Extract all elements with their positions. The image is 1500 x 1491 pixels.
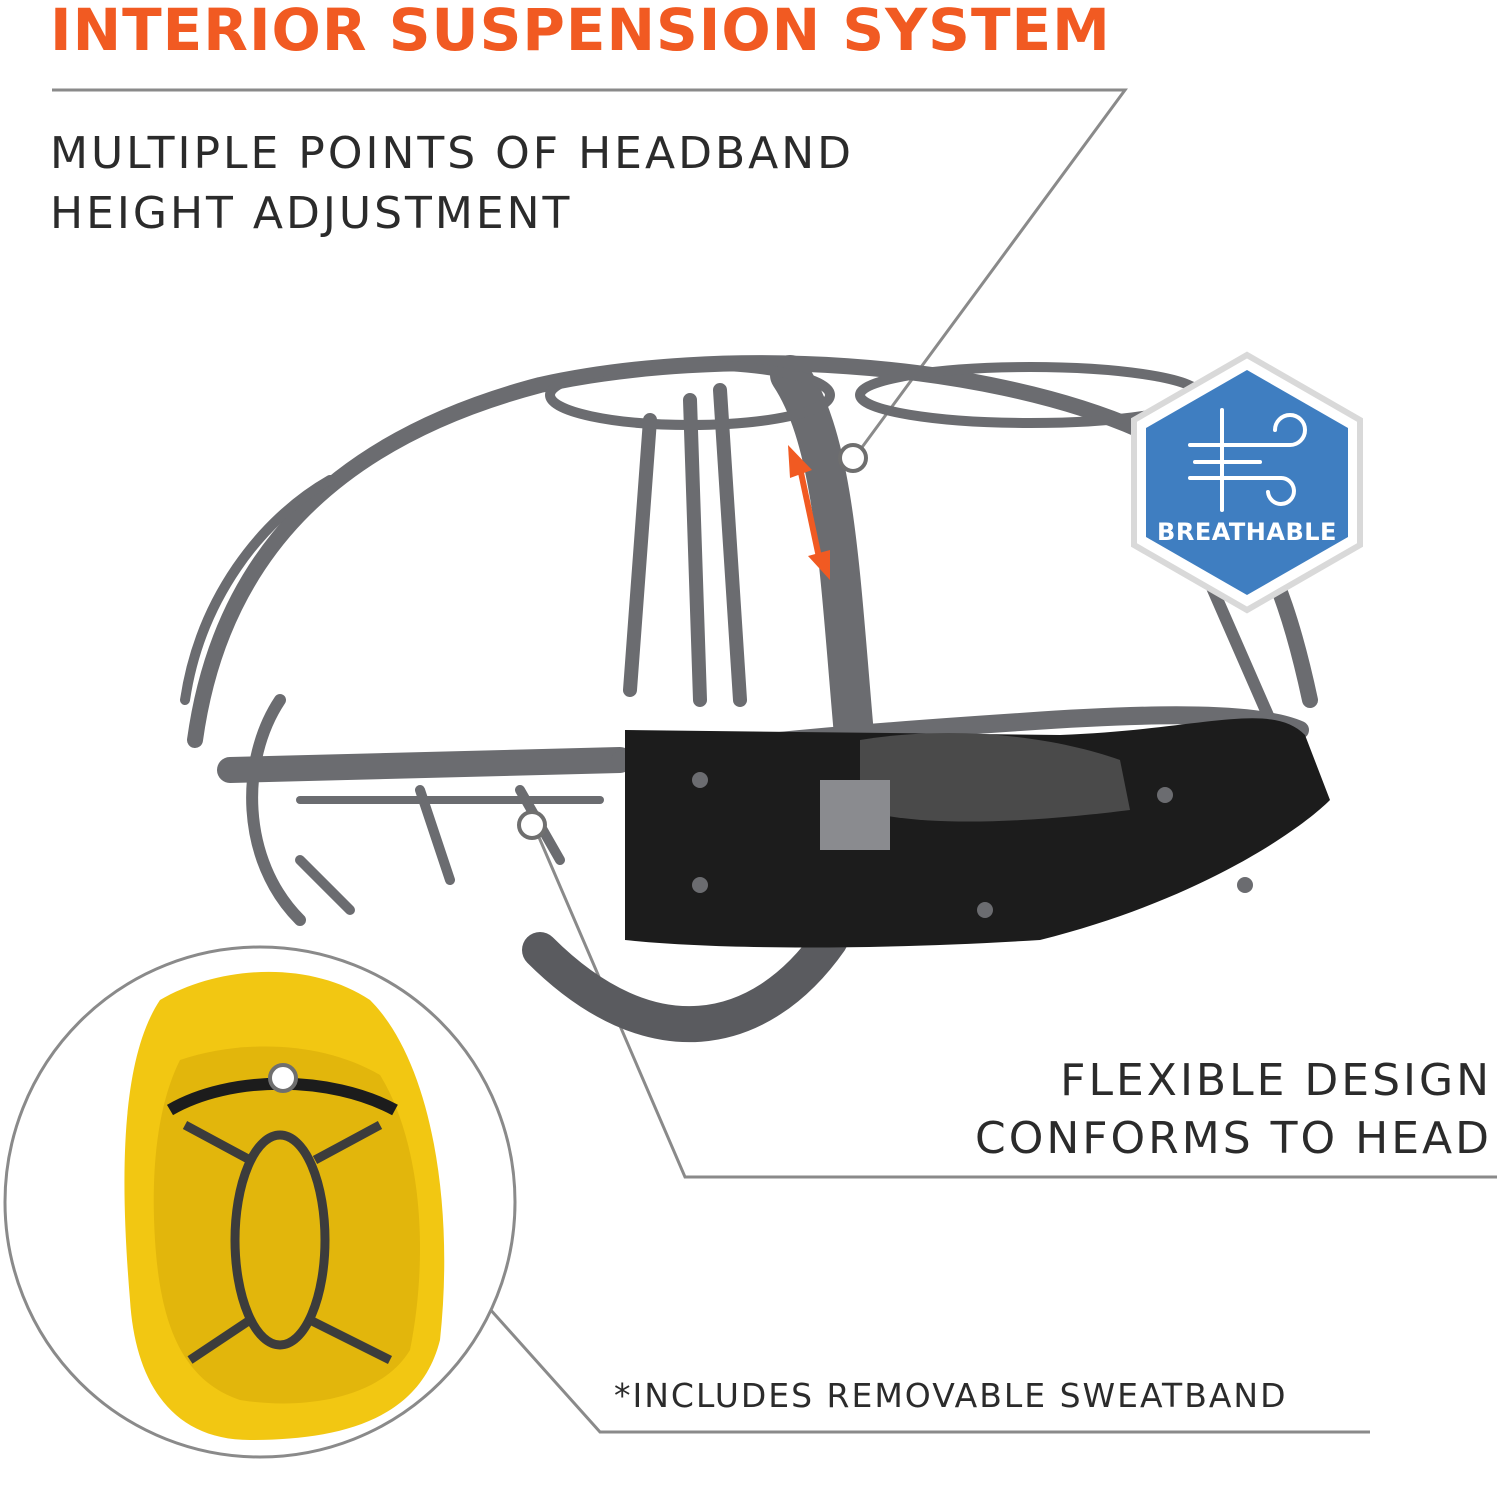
callout-height-adjustment: MULTIPLE POINTS OF HEADBAND HEIGHT ADJUS… [50, 124, 854, 244]
page-title: INTERIOR SUSPENSION SYSTEM [50, 0, 1111, 64]
callout-flexible-design-line-1: FLEXIBLE DESIGN [1060, 1055, 1492, 1106]
breathable-badge: BREATHABLE [1131, 351, 1363, 614]
height-adjustment-arrow [788, 445, 830, 580]
callout-flexible-design: FLEXIBLE DESIGN CONFORMS TO HEAD [975, 1052, 1492, 1168]
marker-sweatband [268, 1063, 298, 1093]
callout-height-adjustment-line-1: MULTIPLE POINTS OF HEADBAND [50, 128, 855, 179]
callout-markers [517, 443, 868, 840]
callout-sweatband: *INCLUDES REMOVABLE SWEATBAND [614, 1376, 1288, 1415]
leader-line-height [52, 88, 1128, 451]
leader-line-flexible [533, 827, 1497, 1179]
wind-icon [1188, 408, 1307, 512]
helmet-inset [3, 945, 517, 1459]
badge-label: BREATHABLE [1157, 518, 1337, 546]
callout-flexible-design-line-2: CONFORMS TO HEAD [974, 1113, 1492, 1164]
sweatband [625, 718, 1330, 948]
marker-flexible [517, 810, 547, 840]
marker-height [838, 443, 868, 473]
callout-height-adjustment-line-2: HEIGHT ADJUSTMENT [50, 188, 573, 239]
